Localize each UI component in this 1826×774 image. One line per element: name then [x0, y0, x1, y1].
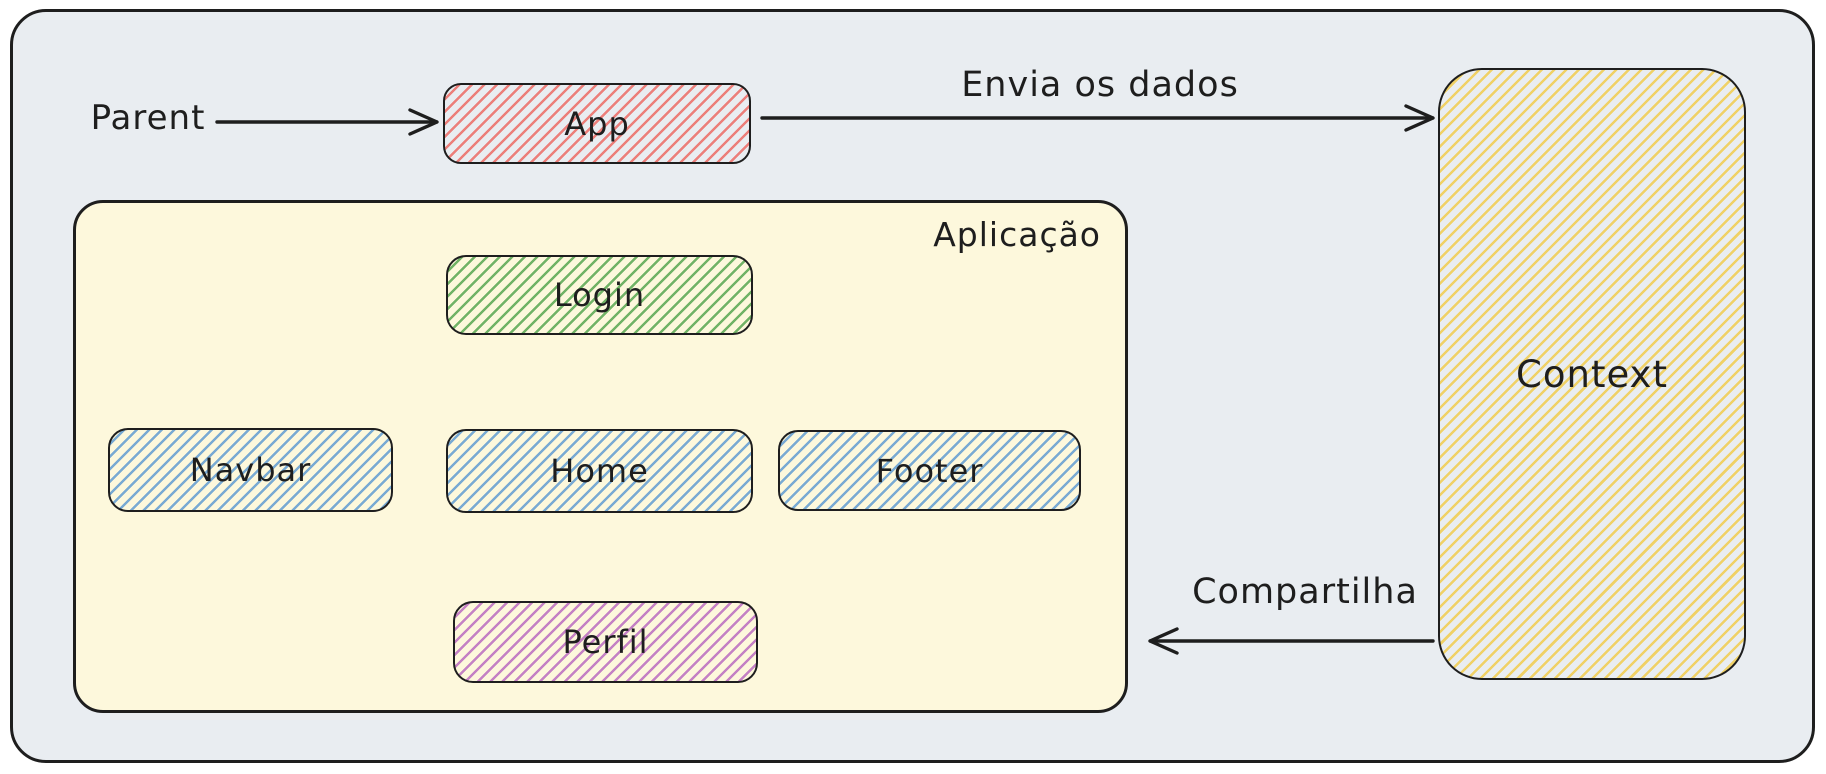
navbar-node: Navbar: [108, 428, 393, 512]
navbar-node-label: Navbar: [189, 451, 312, 489]
footer-node: Footer: [778, 430, 1081, 511]
perfil-node-label: Perfil: [562, 623, 649, 661]
app-node-label: App: [564, 104, 630, 143]
parent-label: Parent: [90, 98, 206, 138]
app-node: App: [443, 83, 751, 164]
edge-label-envia-os-dados: Envia os dados: [961, 65, 1239, 105]
context-node: Context: [1438, 68, 1746, 680]
edge-label-compartilha: Compartilha: [1192, 572, 1418, 612]
aplicacao-title: Aplicação: [933, 215, 1101, 254]
footer-node-label: Footer: [875, 451, 984, 490]
aplicacao-container: Aplicação Login Navbar Home Footer Perfi…: [73, 200, 1128, 713]
login-node-label: Login: [553, 276, 646, 314]
perfil-node: Perfil: [453, 601, 758, 683]
login-node: Login: [446, 255, 753, 335]
home-node-label: Home: [550, 452, 649, 490]
context-node-label: Context: [1516, 352, 1668, 396]
home-node: Home: [446, 429, 753, 513]
